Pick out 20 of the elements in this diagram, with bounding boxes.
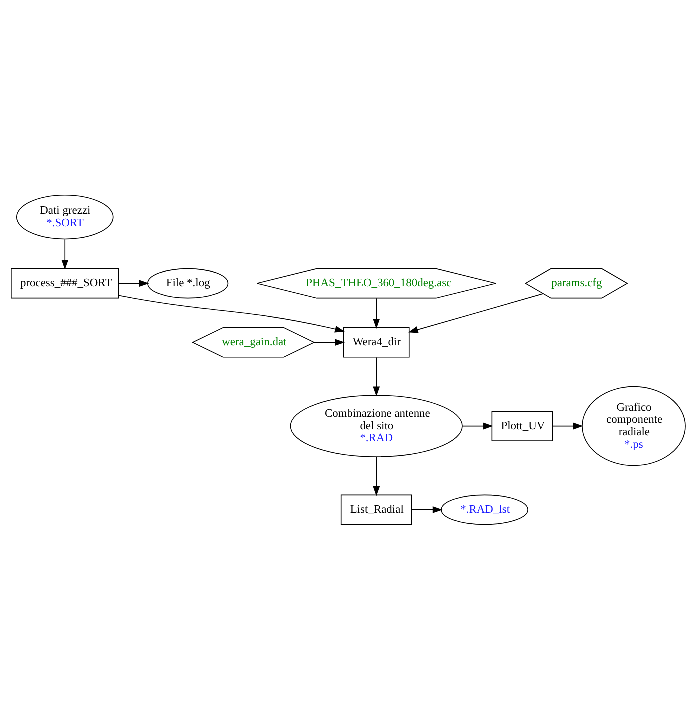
arrow xyxy=(373,298,380,330)
arrow xyxy=(373,357,380,397)
node-ellipse: Dati grezzi *.SORT xyxy=(16,194,114,240)
node-ellipse: File *.log xyxy=(148,268,229,299)
node-box: process_###_SORT xyxy=(11,268,120,299)
arrow xyxy=(411,506,443,514)
arrow xyxy=(118,280,150,288)
node-ellipse: *.RAD_lst xyxy=(441,494,528,526)
node-box: List_Radial xyxy=(340,494,412,526)
arrow xyxy=(62,239,69,270)
node-ellipse: Combinazione antenne del sito *.RAD xyxy=(290,395,463,458)
node-ellipse: Grafico componente radiale *.ps xyxy=(582,386,686,466)
arrow xyxy=(314,339,346,346)
node-box: Plott_UV xyxy=(492,411,554,442)
arrow xyxy=(118,295,345,333)
arrow xyxy=(552,422,584,430)
arrow xyxy=(408,294,544,334)
node-box: Wera4_dir xyxy=(343,327,410,358)
arrow xyxy=(462,422,494,430)
arrow xyxy=(373,456,380,496)
